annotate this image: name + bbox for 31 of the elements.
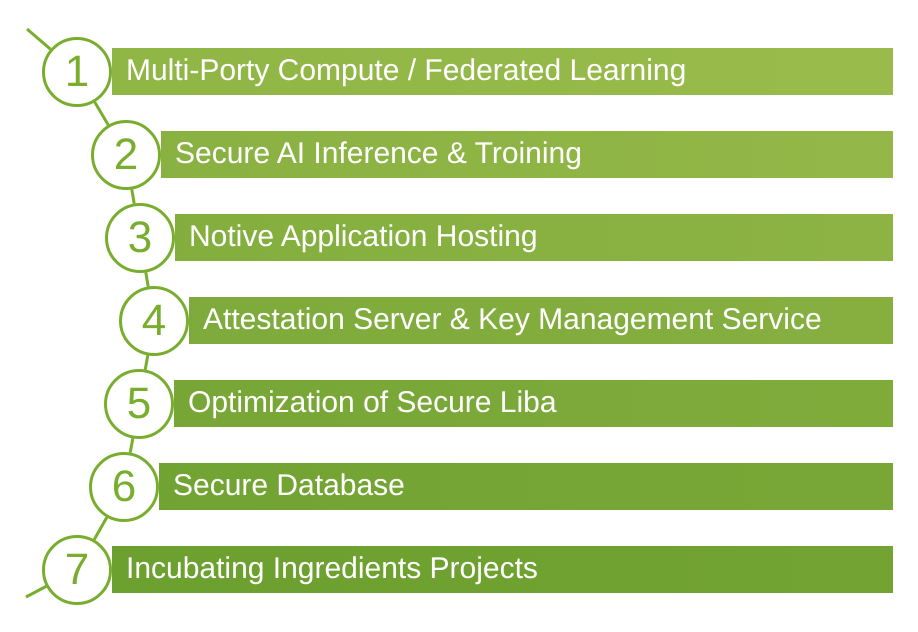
step-label: Incubating Ingredients Projects (126, 552, 538, 587)
step-number: 3 (128, 216, 152, 260)
connector-line (92, 516, 108, 540)
step-number: 4 (142, 299, 166, 343)
step-band (159, 463, 893, 510)
connector-line (130, 189, 136, 204)
connector-line (128, 438, 134, 453)
step-band (112, 48, 893, 95)
step-band (161, 131, 893, 178)
step-label: Secure Database (173, 469, 405, 504)
step-label: Notive Application Hosting (189, 220, 538, 255)
step-label: Optimization of Secure Liba (188, 386, 557, 421)
step-band (112, 546, 893, 593)
step-circle (42, 535, 112, 605)
step-label: Secure AI Inference & Troining (175, 137, 582, 172)
step-band (174, 380, 893, 427)
connector-line (144, 355, 150, 370)
connector-line (94, 101, 110, 126)
step-number: 5 (126, 382, 152, 426)
step-number: 1 (64, 50, 90, 94)
step-band (189, 297, 893, 344)
step-number: 7 (64, 548, 90, 592)
connector-line (144, 272, 150, 287)
step-number: 6 (112, 465, 136, 509)
step-band (175, 214, 893, 261)
step-circle (42, 37, 112, 107)
step-label: Multi-Porty Compute / Federated Learning (126, 54, 686, 89)
step-label: Attestation Server & Key Management Service (203, 303, 822, 338)
connector-line (25, 585, 47, 598)
step-number: 2 (114, 133, 138, 177)
connector-line (26, 28, 52, 50)
